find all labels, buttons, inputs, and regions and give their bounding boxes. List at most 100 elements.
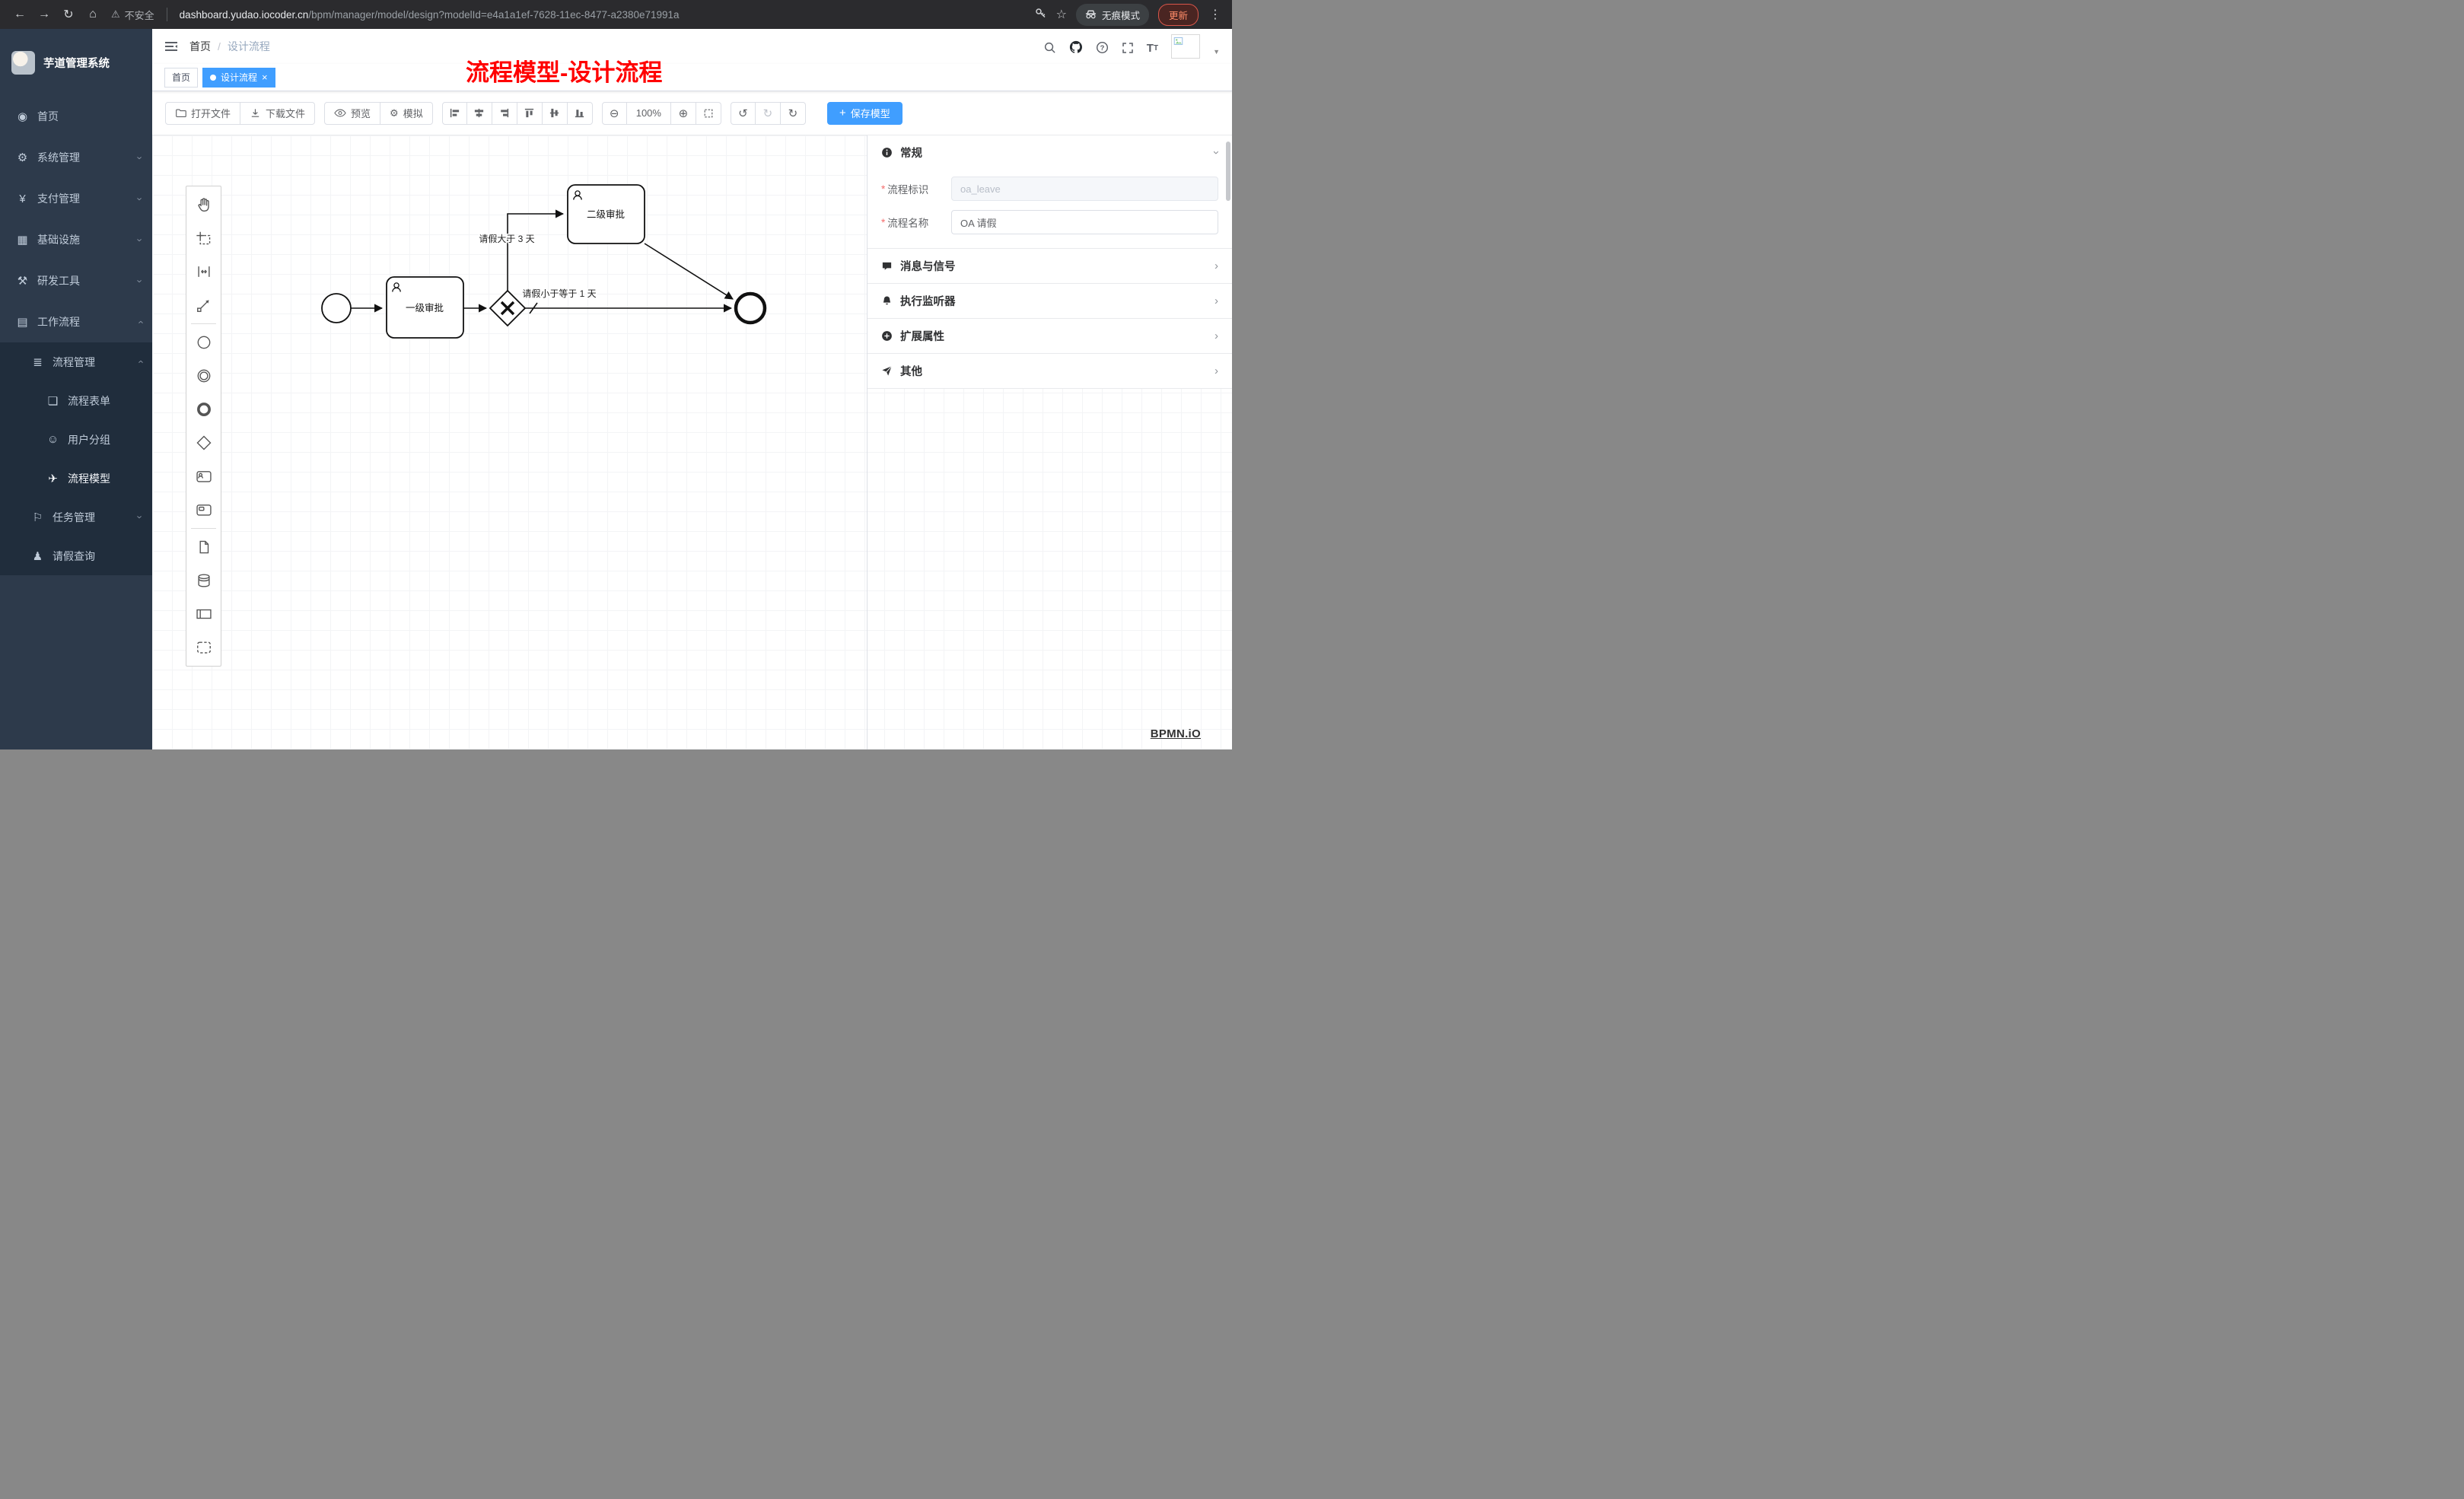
view-button-group: 预览 ⚙ 模拟 [324, 101, 433, 125]
sidebar-item-task-mgmt[interactable]: ⚐ 任务管理 › [0, 498, 152, 536]
align-top-button[interactable] [517, 101, 543, 125]
align-bottom-button[interactable] [567, 101, 593, 125]
condition-label-le[interactable]: 请假小于等于 1 天 [521, 288, 597, 301]
sidebar-item-payment[interactable]: ¥ 支付管理 › [0, 178, 152, 219]
update-button[interactable]: 更新 [1157, 3, 1199, 26]
sidebar: 芋道管理系统 ◉ 首页 ⚙ 系统管理 › ¥ 支付管理 › ▦ 基础设施 › [0, 29, 152, 750]
sidebar-item-label: 工作流程 [37, 316, 80, 328]
create-start-event-icon[interactable] [186, 326, 221, 359]
condition-label-gt[interactable]: 请假大于 3 天 [478, 233, 536, 246]
warning-icon: ⚠ [111, 8, 120, 20]
download-file-button[interactable]: 下载文件 [240, 101, 316, 125]
download-icon [251, 109, 259, 117]
site-security[interactable]: ⚠ 不安全 [111, 8, 154, 22]
create-group-icon[interactable] [186, 631, 221, 664]
global-connect-tool-icon[interactable] [186, 288, 221, 322]
process-name-input[interactable] [951, 210, 1218, 234]
sidebar-item-devtools[interactable]: ⚒ 研发工具 › [0, 260, 152, 301]
panel-scrollbar-thumb[interactable] [1226, 142, 1230, 201]
exclusive-gateway[interactable] [489, 289, 527, 327]
redo-icon[interactable]: ↻ [755, 101, 781, 125]
open-file-button[interactable]: 打开文件 [165, 101, 241, 125]
close-icon[interactable]: × [262, 72, 268, 83]
browser-menu-icon[interactable]: ⋮ [1209, 8, 1221, 21]
preview-button[interactable]: 预览 [324, 101, 381, 125]
chevron-down-icon: › [1210, 150, 1223, 154]
sidebar-item-leave-query[interactable]: ♟ 请假查询 [0, 536, 152, 575]
sidebar-toggle-icon[interactable] [164, 40, 178, 53]
section-general[interactable]: 常规 › [867, 135, 1232, 169]
section-listeners[interactable]: 执行监听器 › [867, 284, 1232, 319]
save-model-button[interactable]: + 保存模型 [826, 101, 903, 125]
bpmn-io-logo[interactable]: BPMN.iO [1150, 727, 1201, 740]
breadcrumb-home[interactable]: 首页 [189, 40, 211, 53]
bpmn-canvas[interactable]: 一级审批 二级审批 [152, 135, 867, 750]
github-icon[interactable] [1069, 40, 1083, 59]
flow-gateway-to-task2[interactable] [507, 209, 565, 291]
password-key-icon[interactable] [1035, 7, 1047, 23]
align-center-button[interactable] [466, 101, 492, 125]
breadcrumb-current: 设计流程 [227, 40, 270, 53]
zoom-out-icon[interactable]: ⊖ [601, 101, 627, 125]
bpmn-diagram[interactable]: 一级审批 二级审批 [152, 135, 867, 750]
sequence-flows[interactable] [351, 209, 734, 314]
create-user-task-icon[interactable] [186, 460, 221, 493]
sidebar-item-system[interactable]: ⚙ 系统管理 › [0, 137, 152, 178]
back-icon[interactable]: ← [14, 8, 26, 21]
tab-design[interactable]: 设计流程 × [202, 67, 275, 88]
align-middle-button[interactable] [542, 101, 568, 125]
section-messages[interactable]: 消息与信号 › [867, 249, 1232, 284]
zoom-reset-icon[interactable] [696, 101, 721, 125]
task-first-approval[interactable]: 一级审批 [386, 276, 464, 339]
create-end-event-icon[interactable] [186, 393, 221, 426]
task-second-approval[interactable]: 二级审批 [567, 184, 645, 244]
sidebar-item-process-form[interactable]: ❏ 流程表单 [0, 381, 152, 420]
process-name-row: * 流程名称 [881, 210, 1218, 234]
lasso-tool-icon[interactable] [186, 221, 221, 255]
folder-icon [176, 109, 186, 117]
zoom-in-icon[interactable]: ⊕ [670, 101, 696, 125]
align-right-button[interactable] [492, 101, 517, 125]
tab-label: 设计流程 [221, 72, 258, 83]
app-logo[interactable]: 芋道管理系统 [0, 29, 152, 96]
url-domain: dashboard.yudao.iocoder.cn [179, 8, 309, 21]
section-extensions[interactable]: 扩展属性 › [867, 319, 1232, 354]
sidebar-item-workflow[interactable]: ▤ 工作流程 › [0, 301, 152, 342]
end-event[interactable] [734, 291, 767, 325]
flow-task2-to-end[interactable] [644, 243, 734, 300]
tab-home[interactable]: 首页 [164, 67, 199, 88]
sidebar-item-process-mgmt[interactable]: ≣ 流程管理 › [0, 342, 152, 381]
zoom-button-group: ⊖ 100% ⊕ [601, 101, 721, 125]
restart-icon[interactable]: ↻ [780, 101, 806, 125]
create-gateway-icon[interactable] [186, 426, 221, 460]
sidebar-item-process-model[interactable]: ✈ 流程模型 [0, 459, 152, 498]
forward-icon[interactable]: → [38, 8, 50, 21]
section-other[interactable]: 其他 › [867, 354, 1232, 389]
simulate-button[interactable]: ⚙ 模拟 [380, 101, 433, 125]
zoom-level[interactable]: 100% [626, 101, 671, 125]
create-data-object-icon[interactable] [186, 530, 221, 564]
sidebar-item-home[interactable]: ◉ 首页 [0, 96, 152, 137]
address-bar[interactable]: dashboard.yudao.iocoder.cn/bpm/manager/m… [180, 9, 1023, 21]
create-participant-icon[interactable] [186, 597, 221, 631]
home-icon[interactable]: ⌂ [89, 8, 97, 21]
sidebar-item-infra[interactable]: ▦ 基础设施 › [0, 219, 152, 260]
hand-tool-icon[interactable] [186, 188, 221, 221]
create-data-store-icon[interactable] [186, 564, 221, 597]
reload-icon[interactable]: ↻ [63, 8, 74, 21]
paper-plane-icon: ✈ [48, 472, 58, 485]
fullscreen-icon[interactable] [1122, 42, 1134, 59]
undo-icon[interactable]: ↺ [730, 101, 756, 125]
bookmark-star-icon[interactable]: ☆ [1055, 8, 1067, 21]
avatar[interactable] [1171, 34, 1201, 59]
sidebar-item-user-group[interactable]: ☺ 用户分组 [0, 420, 152, 459]
create-task-icon[interactable] [186, 493, 221, 527]
create-intermediate-event-icon[interactable] [186, 359, 221, 393]
space-tool-icon[interactable] [186, 255, 221, 288]
align-left-button[interactable] [441, 101, 467, 125]
search-icon[interactable] [1043, 41, 1056, 59]
start-event[interactable] [321, 293, 352, 323]
avatar-caret-icon[interactable]: ▼ [1213, 48, 1220, 56]
help-icon[interactable]: ? [1096, 41, 1109, 59]
